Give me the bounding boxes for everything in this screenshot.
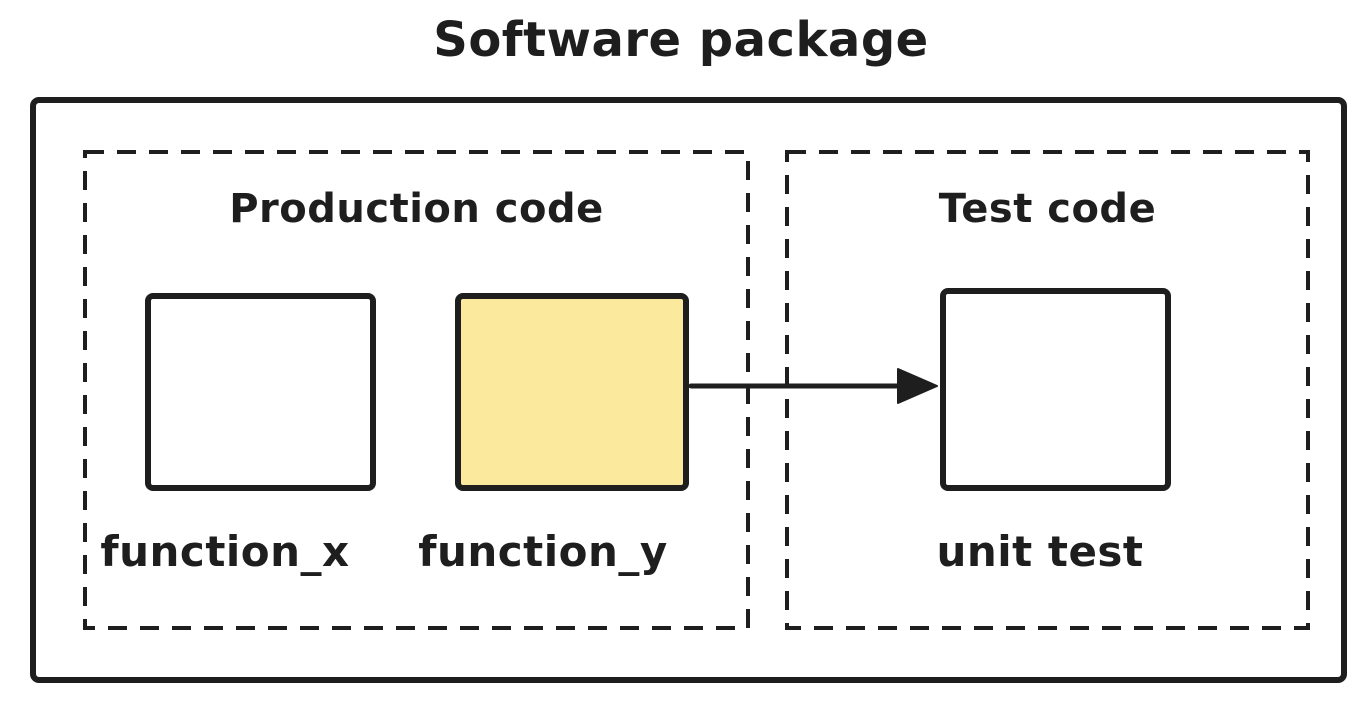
function-x-label: function_x: [100, 527, 350, 576]
test-code-label: Test code: [938, 186, 1157, 232]
function-y-label: function_y: [418, 527, 668, 576]
dependency-arrow-head: [897, 368, 938, 404]
unit-test-label: unit test: [936, 527, 1144, 576]
test-code-border: [785, 150, 1310, 630]
diagram-title: Software package: [433, 12, 929, 68]
function-x-node: [145, 293, 376, 491]
unit-test-node: [940, 288, 1171, 491]
production-code-label: Production code: [229, 186, 604, 232]
software-package-border: [30, 97, 1347, 683]
function-y-node: [455, 293, 689, 491]
production-code-border: [83, 150, 750, 630]
dependency-arrow: [688, 368, 938, 404]
